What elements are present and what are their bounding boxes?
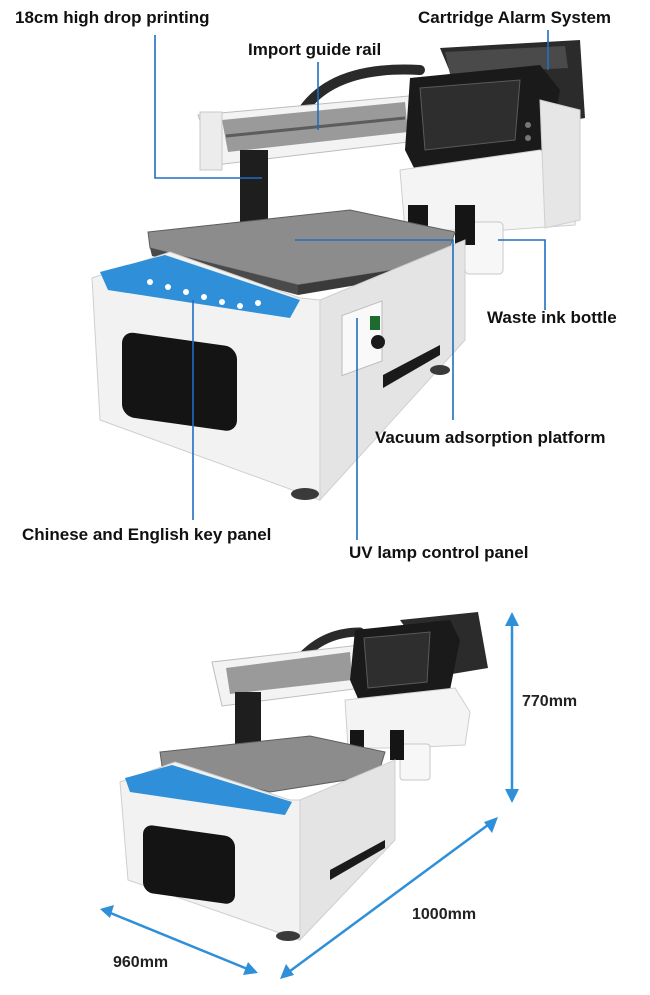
dimension-width: 960mm <box>113 954 169 971</box>
dimension-height: 770mm <box>522 693 578 710</box>
printer-top-view <box>91 30 585 540</box>
printer-dimension-view <box>100 612 519 979</box>
callout-drop-printing: 18cm high drop printing <box>15 8 210 27</box>
callout-waste-ink: Waste ink bottle <box>487 308 617 327</box>
callout-guide-rail: Import guide rail <box>248 40 382 59</box>
callout-uv-lamp-panel: UV lamp control panel <box>349 543 529 562</box>
callout-cartridge-alarm: Cartridge Alarm System <box>418 8 612 27</box>
callout-key-panel: Chinese and English key panel <box>22 525 272 544</box>
callout-vacuum-platform: Vacuum adsorption platform <box>375 428 606 447</box>
dimension-length: 1000mm <box>412 906 477 923</box>
